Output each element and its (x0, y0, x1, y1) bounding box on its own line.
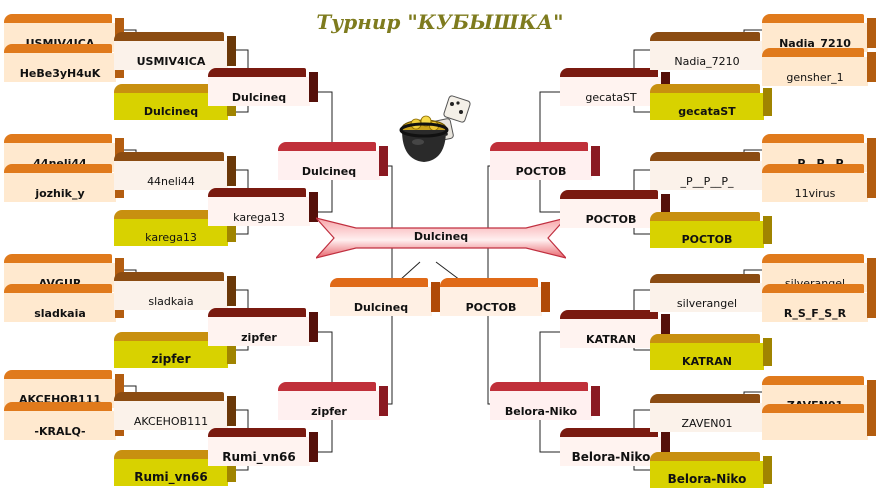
match-box[interactable]: KATRAN (650, 334, 772, 370)
player-name: Rumi_vn66 (208, 437, 310, 466)
player-name: zipfer (278, 391, 380, 420)
match-box[interactable]: KATRAN (560, 310, 670, 348)
match-box[interactable]: _P__P__P_ (650, 152, 772, 190)
match-box[interactable]: zipfer (208, 308, 318, 346)
player-name: РОСТОВ (650, 221, 764, 248)
player-name: gensher_1 (762, 57, 868, 86)
player-name: zipfer (208, 317, 310, 346)
match-box[interactable] (762, 404, 876, 440)
player-name: HeBe3yH4uK (4, 53, 116, 82)
match-box[interactable]: Dulcineq (208, 68, 318, 106)
match-box[interactable]: silverangel (762, 254, 876, 292)
match-box[interactable]: Nadia_7210 (762, 14, 876, 52)
match-box[interactable]: sladkaia (4, 284, 124, 322)
player-name: ZAVEN01 (650, 403, 764, 432)
player-name: karega13 (208, 197, 310, 226)
match-box[interactable]: zipfer (278, 382, 388, 420)
match-box[interactable]: 11virus (762, 164, 876, 202)
player-name: Dulcineq (330, 287, 432, 316)
semifinal-box-left[interactable]: Dulcineq (330, 278, 440, 316)
match-box[interactable]: HeBe3yH4uK (4, 44, 124, 82)
match-box[interactable]: РОСТОВ (490, 142, 600, 180)
player-name: R_S_F_S_R (762, 293, 868, 322)
player-name: 44neli44 (114, 161, 228, 190)
semifinal-box-right[interactable]: РОСТОВ (440, 278, 550, 316)
player-name: Nadia_7210 (650, 41, 764, 70)
player-name (762, 413, 868, 440)
player-name: РОСТОВ (560, 199, 662, 228)
match-box[interactable]: karega13 (208, 188, 318, 226)
player-name: 11virus (762, 173, 868, 202)
match-box[interactable]: РОСТОВ (560, 190, 670, 228)
player-name: Belora-Niko (650, 461, 764, 488)
player-name: РОСТОВ (440, 287, 542, 316)
player-name: gecataST (560, 77, 662, 106)
player-name: KATRAN (560, 319, 662, 348)
match-box[interactable]: Nadia_7210 (650, 32, 772, 70)
match-box[interactable]: jozhik_y (4, 164, 124, 202)
match-box[interactable]: AKCEHOB111 (114, 392, 236, 430)
match-box[interactable]: -KRALQ- (4, 402, 124, 440)
player-name: gecataST (650, 93, 764, 120)
player-name: KATRAN (650, 343, 764, 370)
champion-name: Dulcineq (413, 230, 469, 243)
match-box[interactable]: РОСТОВ (650, 212, 772, 248)
connector-line (435, 261, 461, 281)
player-name: Belora-Niko (490, 391, 592, 420)
page-title: Турнир "КУБЫШКА" (316, 10, 564, 34)
match-box[interactable]: Belora-Niko (650, 452, 772, 488)
connector-line (399, 261, 421, 281)
player-name: РОСТОВ (490, 151, 592, 180)
match-box[interactable]: 44neli44 (114, 152, 236, 190)
match-box[interactable]: R_S_F_S_R (762, 284, 876, 322)
player-name: AKCEHOB111 (114, 401, 228, 430)
match-box[interactable]: Belora-Niko (560, 428, 670, 466)
match-box[interactable]: Dulcineq (278, 142, 388, 180)
player-name: USMIV4ICA (114, 41, 228, 70)
player-name: silverangel (650, 283, 764, 312)
player-name: Belora-Niko (560, 437, 662, 466)
player-name: -KRALQ- (4, 411, 116, 440)
player-name: Dulcineq (278, 151, 380, 180)
player-name: _P__P__P_ (650, 161, 764, 190)
player-name: jozhik_y (4, 173, 116, 202)
match-box[interactable]: ZAVEN01 (650, 394, 772, 432)
champion-banner[interactable]: Dulcineq (316, 214, 566, 262)
match-box[interactable]: Rumi_vn66 (208, 428, 318, 466)
player-name: Dulcineq (208, 77, 310, 106)
player-name: sladkaia (4, 293, 116, 322)
match-box[interactable]: USMIV4ICA (114, 32, 236, 70)
match-box[interactable]: gensher_1 (762, 48, 876, 86)
player-name: sladkaia (114, 281, 228, 310)
match-box[interactable]: sladkaia (114, 272, 236, 310)
player-name: Nadia_7210 (762, 23, 868, 52)
match-box[interactable]: gecataST (650, 84, 772, 120)
match-box[interactable]: silverangel (650, 274, 772, 312)
banner-shape (316, 217, 566, 259)
match-box[interactable]: Belora-Niko (490, 382, 600, 420)
